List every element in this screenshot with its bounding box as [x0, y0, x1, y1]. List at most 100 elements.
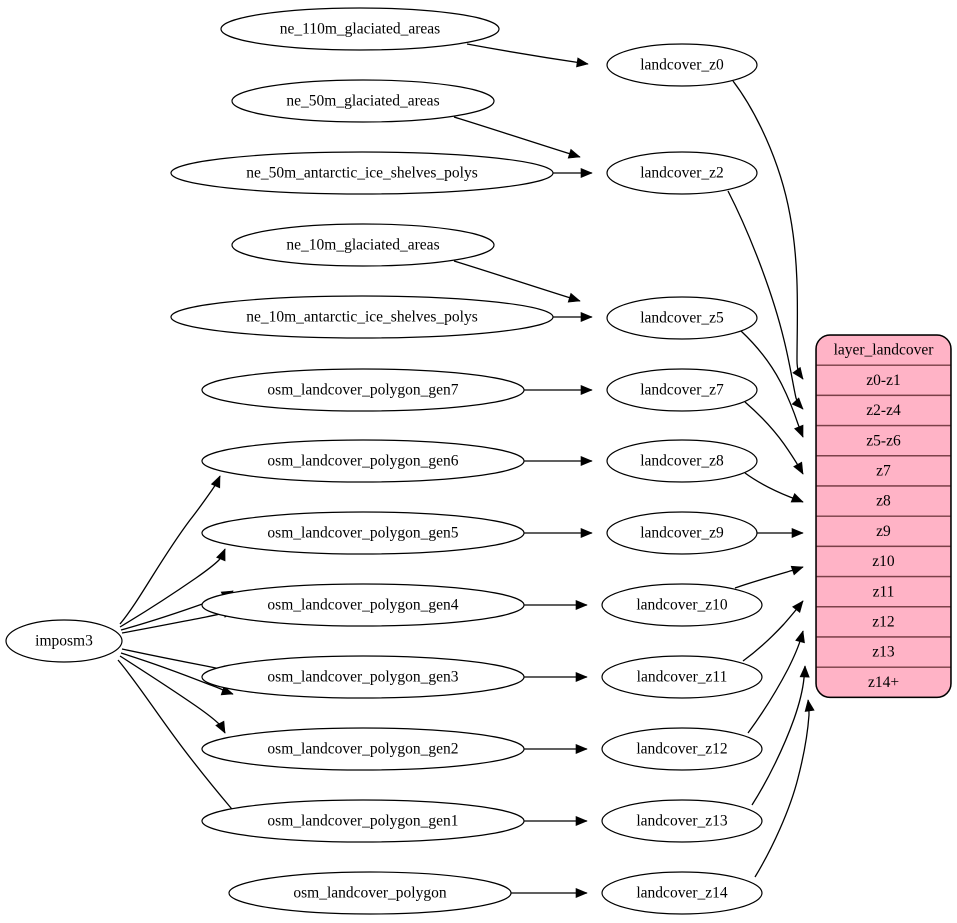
table-row-label: z14+ — [868, 674, 899, 691]
edge-line — [119, 655, 226, 734]
node-shape — [5, 619, 123, 663]
node-landcover_z7[interactable]: landcover_z7 — [606, 368, 758, 412]
node-landcover_z9[interactable]: landcover_z9 — [606, 511, 758, 555]
node-label: osm_landcover_polygon — [293, 885, 447, 902]
node-shape — [170, 295, 554, 339]
node-label: ne_10m_antarctic_ice_shelves_polys — [246, 309, 478, 326]
node-label: osm_landcover_polygon_gen7 — [267, 382, 458, 399]
node-imposm3[interactable]: imposm3 — [5, 619, 123, 663]
node-label: osm_landcover_polygon_gen2 — [267, 741, 458, 758]
edge-imposm3-to-osm_landcover_polygon_gen7 — [119, 475, 221, 625]
node-shape — [601, 871, 763, 915]
arrow-head — [799, 665, 810, 678]
table-row-label: z5-z6 — [866, 432, 901, 449]
node-ne_50m_antarctic_ice_shelves_polys[interactable]: ne_50m_antarctic_ice_shelves_polys — [170, 151, 554, 195]
node-shape — [231, 79, 495, 123]
node-landcover_z13[interactable]: landcover_z13 — [601, 799, 763, 843]
node-label: landcover_z5 — [640, 310, 724, 327]
node-osm_landcover_polygon_gen7[interactable]: osm_landcover_polygon_gen7 — [201, 368, 525, 412]
node-osm_landcover_polygon_gen4[interactable]: osm_landcover_polygon_gen4 — [201, 583, 525, 627]
table-row-z8[interactable]: z8 — [816, 485, 951, 517]
table-row-z7[interactable]: z7 — [816, 455, 951, 487]
node-osm_landcover_polygon_gen2[interactable]: osm_landcover_polygon_gen2 — [201, 727, 525, 771]
edge-imposm3-to-osm_landcover_polygon_gen1 — [119, 655, 226, 734]
node-landcover_z0[interactable]: landcover_z0 — [606, 43, 758, 87]
arrow-head — [791, 397, 804, 410]
arrow-head — [794, 424, 804, 438]
edge-landcover_z13-to-row_z13 — [751, 665, 810, 806]
node-ne_50m_glaciated_areas[interactable]: ne_50m_glaciated_areas — [231, 79, 495, 123]
edge-landcover_z12-to-row_z12 — [747, 630, 805, 734]
edge-line — [466, 43, 589, 65]
node-label: ne_10m_glaciated_areas — [286, 237, 439, 254]
node-label: osm_landcover_polygon_gen5 — [267, 525, 458, 542]
node-shape — [201, 439, 525, 483]
edge-line — [453, 116, 581, 158]
table-row-z5-z6[interactable]: z5-z6 — [816, 424, 951, 457]
table-row-z14+[interactable]: z14+ — [816, 666, 951, 698]
table-row-label: z11 — [873, 583, 895, 600]
nodes-layer: ne_110m_glaciated_areas ne_50m_glaciated_… — [5, 7, 763, 915]
arrow-head — [575, 599, 588, 611]
edge-landcover_z2-to-row_z2-z4 — [727, 190, 804, 410]
node-shape — [606, 439, 758, 483]
node-landcover_z8[interactable]: landcover_z8 — [606, 439, 758, 483]
node-shape — [201, 511, 525, 555]
table-row-rect — [816, 575, 951, 608]
node-shape — [201, 727, 525, 771]
node-osm_landcover_polygon_gen5[interactable]: osm_landcover_polygon_gen5 — [201, 511, 525, 555]
arrow-head — [575, 887, 588, 899]
node-shape — [601, 727, 763, 771]
node-label: ne_50m_antarctic_ice_shelves_polys — [246, 165, 478, 182]
table-row-z2-z4[interactable]: z2-z4 — [816, 394, 951, 427]
node-label: osm_landcover_polygon_gen3 — [267, 669, 458, 686]
node-ne_10m_antarctic_ice_shelves_polys[interactable]: ne_10m_antarctic_ice_shelves_polys — [170, 295, 554, 339]
node-label: landcover_z14 — [636, 885, 727, 902]
node-osm_landcover_polygon_gen3[interactable]: osm_landcover_polygon_gen3 — [201, 655, 525, 699]
table-row-rect — [816, 666, 951, 698]
node-landcover_z2[interactable]: landcover_z2 — [606, 151, 758, 195]
node-osm_landcover_polygon_gen1[interactable]: osm_landcover_polygon_gen1 — [201, 799, 525, 843]
table-row-z12[interactable]: z12 — [816, 606, 951, 638]
arrow-head — [793, 461, 804, 475]
table-row-z0-z1[interactable]: z0-z1 — [816, 364, 951, 397]
node-shape — [601, 583, 763, 627]
edge-imposm3-to-osm_landcover_polygon_gen2 — [120, 652, 234, 696]
node-label: landcover_z7 — [640, 382, 724, 399]
table-row-label: z2-z4 — [866, 402, 901, 419]
node-landcover_z12[interactable]: landcover_z12 — [601, 727, 763, 771]
edge-ne_110m_glaciated_areas-to-landcover_z0 — [466, 43, 589, 68]
edge-osm_landcover_polygon_gen2-to-landcover_z12 — [524, 743, 588, 755]
node-label: landcover_z8 — [640, 453, 724, 470]
node-label: osm_landcover_polygon_gen6 — [267, 453, 458, 470]
node-osm_landcover_polygon_gen6[interactable]: osm_landcover_polygon_gen6 — [201, 439, 525, 483]
table-row-z13[interactable]: z13 — [816, 636, 951, 668]
node-osm_landcover_polygon[interactable]: osm_landcover_polygon — [228, 871, 512, 915]
node-ne_110m_glaciated_areas[interactable]: ne_110m_glaciated_areas — [220, 7, 500, 51]
node-ne_10m_glaciated_areas[interactable]: ne_10m_glaciated_areas — [231, 223, 495, 267]
edge-landcover_z7-to-row_z7 — [744, 401, 804, 475]
table-outline — [815, 334, 952, 699]
arrow-head — [792, 600, 804, 613]
arrow-head — [580, 455, 593, 467]
node-label: osm_landcover_polygon_gen1 — [267, 813, 458, 830]
edge-osm_landcover_polygon_gen6-to-landcover_z8 — [524, 455, 593, 467]
node-shape — [201, 655, 525, 699]
table-row-z9[interactable]: z9 — [816, 515, 951, 548]
node-landcover_z10[interactable]: landcover_z10 — [601, 583, 763, 627]
node-landcover_z11[interactable]: landcover_z11 — [601, 655, 763, 699]
table-row-label: z7 — [876, 462, 891, 479]
table-row-label: z10 — [872, 553, 895, 570]
arrow-head — [795, 630, 805, 644]
node-landcover_z5[interactable]: landcover_z5 — [606, 296, 758, 340]
arrow-head — [220, 685, 234, 696]
table-row-rect — [816, 545, 951, 578]
node-shape — [228, 871, 512, 915]
table-row-z11[interactable]: z11 — [816, 575, 951, 608]
node-shape — [606, 368, 758, 412]
node-shape — [606, 43, 758, 87]
node-shape — [201, 583, 525, 627]
edge-osm_landcover_polygon_gen3-to-landcover_z11 — [524, 671, 588, 683]
table-row-z10[interactable]: z10 — [816, 545, 951, 578]
node-landcover_z14[interactable]: landcover_z14 — [601, 871, 763, 915]
